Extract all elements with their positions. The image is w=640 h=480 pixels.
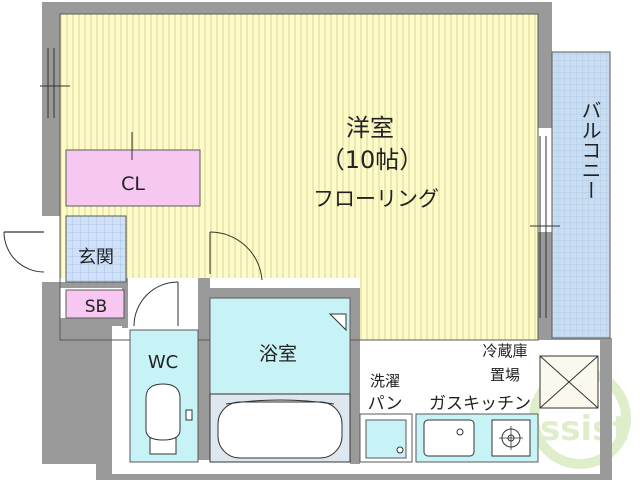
balcony-area <box>551 51 611 339</box>
left-window <box>40 48 70 118</box>
bathroom-area <box>209 297 351 395</box>
door-swing-icon <box>209 231 263 281</box>
toilet-label: WC <box>148 352 178 373</box>
entrance-label: 玄関 <box>78 247 114 268</box>
laundry-pan-label-line2: パン <box>368 394 403 414</box>
entrance-area <box>65 215 127 283</box>
sink-icon <box>423 419 475 457</box>
western-room-floor-lower <box>360 278 538 340</box>
closet-area <box>65 149 201 207</box>
fridge-space-cross-icon <box>539 355 599 409</box>
western-room-name: 洋室 <box>346 114 394 142</box>
fridge-space-label-line2: 置場 <box>490 366 520 384</box>
balcony-window <box>530 136 560 318</box>
corridor-floor <box>126 216 198 268</box>
bathroom-label: 浴室 <box>259 343 297 365</box>
toilet-icon <box>145 383 181 455</box>
western-room-size: （10帖） <box>321 146 424 174</box>
gas-kitchen-label: ガスキッチン <box>429 394 531 414</box>
bathtub-icon <box>209 393 351 463</box>
shoe-box-label: SB <box>85 297 107 317</box>
shoe-box-area <box>65 289 125 319</box>
gas-burner-icon <box>491 419 531 457</box>
toilet-door-swing <box>133 281 179 327</box>
fridge-space-label-line1: 冷蔵庫 <box>482 342 527 360</box>
entrance-door-icon <box>3 231 45 273</box>
walls <box>42 2 612 480</box>
western-room-floor-label: フローリング <box>313 187 439 211</box>
balcony-label: バルコニー <box>578 100 602 200</box>
watermark-text: ssist <box>540 409 629 449</box>
closet-label: CL <box>121 173 145 195</box>
laundry-pan-label-line1: 洗濯 <box>370 372 400 390</box>
